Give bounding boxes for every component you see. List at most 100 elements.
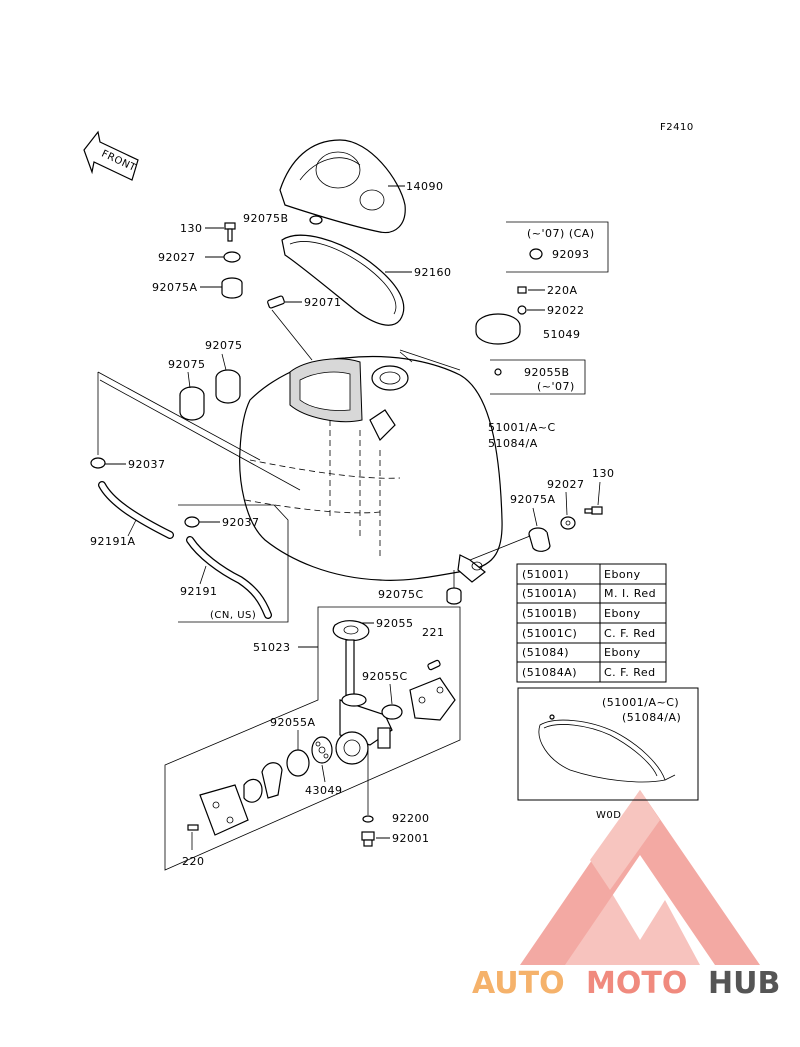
- callout-51023: 51023: [253, 641, 291, 654]
- callout-92075C: 92075C: [378, 588, 424, 601]
- bolt-92001: [361, 831, 375, 847]
- callout-130-left: 130: [180, 222, 203, 235]
- callout-92200: 92200: [392, 812, 430, 825]
- clamp-92037-right: [184, 516, 200, 528]
- watermark-hub: HUB: [708, 966, 780, 1001]
- cap-51049: [475, 313, 521, 345]
- watermark-logo: [520, 790, 760, 965]
- grommet-92075A-right: [528, 527, 551, 552]
- lever: [261, 762, 283, 799]
- screw-220: [187, 824, 199, 831]
- note-o7: (~'07): [537, 380, 575, 393]
- callout-220A: 220A: [547, 284, 578, 297]
- table-cell-color: C. F. Red: [604, 627, 656, 640]
- inset-tank-outline: (51001/A~C) (51084/A): [517, 687, 699, 801]
- washer-92027-left: [223, 251, 241, 263]
- meter-cover: [279, 139, 406, 234]
- callout-51001: 51001/A~C: [488, 421, 556, 434]
- front-arrow-icon: FRONT: [83, 130, 139, 181]
- callout-51084: 51084/A: [488, 437, 538, 450]
- oring-92055C: [381, 704, 403, 720]
- pin-92071: [267, 295, 285, 309]
- clamp-92037-left: [90, 457, 106, 469]
- table-cell-color: Ebony: [604, 607, 641, 620]
- color-table: (51001) Ebony (51001A) M. I. Red (51001B…: [516, 563, 667, 683]
- callout-92055C: 92055C: [362, 670, 408, 683]
- table-cell-color: Ebony: [604, 646, 641, 659]
- plate-cover: [199, 784, 249, 836]
- callout-92055A: 92055A: [270, 716, 316, 729]
- table-cell-color: M. I. Red: [604, 587, 656, 600]
- callout-92191: 92191: [180, 585, 218, 598]
- callout-92075A-left: 92075A: [152, 281, 198, 294]
- table-cell-color: Ebony: [604, 568, 641, 581]
- table-cell-part: (51001A): [522, 587, 577, 600]
- nut-92093: [529, 248, 543, 260]
- callout-92055: 92055: [376, 617, 414, 630]
- oring-92055A: [286, 749, 310, 777]
- callout-92071: 92071: [304, 296, 342, 309]
- oring-92055B: [494, 368, 502, 376]
- callout-92055B: 92055B: [524, 366, 570, 379]
- gasket-92160: [281, 234, 405, 326]
- callout-221: 221: [422, 626, 445, 639]
- figure-code: F2410: [660, 122, 694, 133]
- table-cell-color: C. F. Red: [604, 666, 656, 679]
- note-ca: (~'07) (CA): [527, 227, 595, 240]
- callout-92093: 92093: [552, 248, 590, 261]
- callout-92001: 92001: [392, 832, 430, 845]
- callout-14090: 14090: [406, 180, 444, 193]
- callout-220: 220: [182, 855, 205, 868]
- watermark-text: AUTO MOTO HUB: [472, 966, 780, 1001]
- ca-bracket: [506, 221, 609, 273]
- damper-92075-b: [179, 386, 205, 421]
- screw-220A: [517, 286, 527, 294]
- table-cell-part: (51084): [522, 646, 569, 659]
- table-cell-part: (51001C): [522, 627, 577, 640]
- diaphragm-43049: [311, 736, 333, 764]
- callout-92191A: 92191A: [90, 535, 136, 548]
- cover-221: [409, 659, 456, 721]
- table-cell-part: (51084A): [522, 666, 577, 679]
- callout-92027-left: 92027: [158, 251, 196, 264]
- hose-92191A: [99, 482, 173, 538]
- washer-92022: [517, 305, 527, 315]
- washer-92027-right: [560, 516, 576, 530]
- callout-130-right: 130: [592, 467, 615, 480]
- callout-51049: 51049: [543, 328, 581, 341]
- fuel-tank: [239, 355, 503, 583]
- callout-43049: 43049: [305, 784, 343, 797]
- cn-us-bracket: [178, 504, 289, 623]
- gasket-92055: [332, 620, 370, 641]
- grommet-92075A-left: [221, 277, 243, 299]
- watermark-moto: MOTO: [586, 966, 687, 1001]
- note-cn-us: (CN, US): [210, 610, 256, 621]
- damper-92075-a: [215, 369, 241, 404]
- callout-92075B: 92075B: [243, 212, 289, 225]
- bolt-130-right: [584, 506, 603, 515]
- inset-code: W0D: [596, 810, 621, 821]
- o7-bracket: [490, 359, 586, 395]
- inset-label-2: (51084/A): [622, 711, 681, 724]
- callout-92075-lower: 92075: [168, 358, 206, 371]
- callout-92075-upper: 92075: [205, 339, 243, 352]
- inset-label-1: (51001/A~C): [602, 696, 679, 709]
- hose-92191: [187, 537, 271, 618]
- fuel-cock-51023: [335, 639, 393, 765]
- table-cell-part: (51001): [522, 568, 569, 581]
- watermark-auto: AUTO: [472, 966, 565, 1001]
- grommet-92075C: [446, 587, 462, 605]
- table-cell-part: (51001B): [522, 607, 577, 620]
- fuel-cock-bracket: [164, 606, 461, 871]
- lever-seal: [243, 778, 263, 803]
- callout-92022: 92022: [547, 304, 585, 317]
- callout-92075A-right: 92075A: [510, 493, 556, 506]
- washer-92200: [362, 815, 374, 823]
- bolt-130-left: [224, 222, 236, 242]
- grommet-92075B: [309, 215, 323, 225]
- callout-92027-right: 92027: [547, 478, 585, 491]
- callout-92160: 92160: [414, 266, 452, 279]
- callout-92037-right: 92037: [222, 516, 260, 529]
- callout-92037-left: 92037: [128, 458, 166, 471]
